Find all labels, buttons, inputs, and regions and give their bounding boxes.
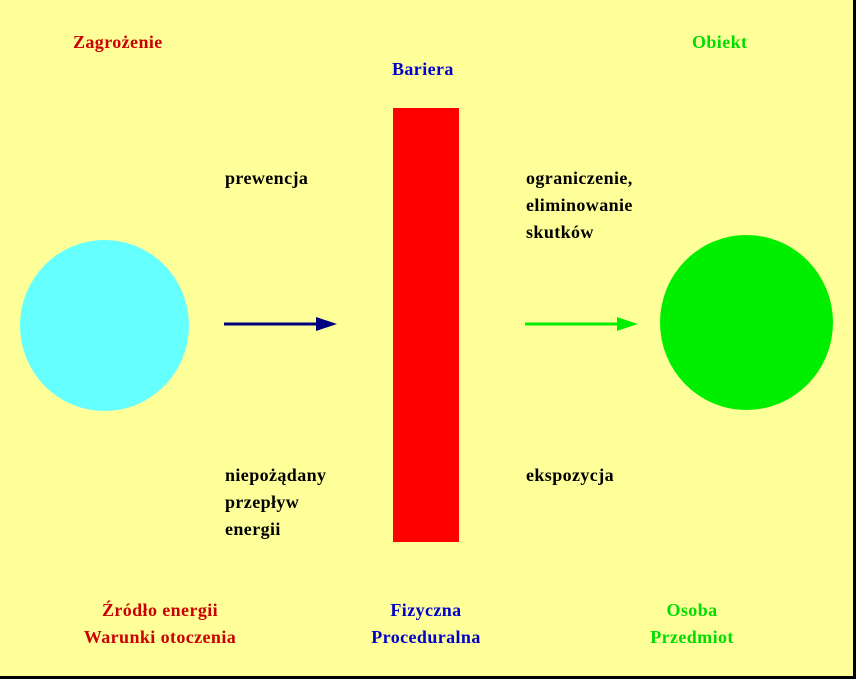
threat-header: Zagrożenie bbox=[73, 32, 163, 52]
energy-source-circle bbox=[20, 240, 189, 411]
unwanted-energy-flow-label: niepożądany przepływ energii bbox=[225, 465, 327, 539]
mitigation-label: ograniczenie, eliminowanie skutków bbox=[526, 168, 633, 242]
barrier-bar bbox=[393, 108, 459, 542]
prevention-label: prewencja bbox=[225, 168, 309, 188]
barrier-header: Bariera bbox=[392, 59, 454, 79]
barrier-footer: Fizyczna Proceduralna bbox=[371, 600, 481, 647]
object-circle bbox=[660, 235, 833, 410]
exposure-label: ekspozycja bbox=[526, 465, 614, 485]
threat-footer: Źródło energii Warunki otoczenia bbox=[83, 600, 237, 647]
object-header: Obiekt bbox=[692, 32, 748, 52]
object-footer: Osoba Przedmiot bbox=[650, 600, 734, 647]
energy-flow-arrow bbox=[224, 317, 337, 331]
exposure-arrow bbox=[525, 317, 638, 331]
